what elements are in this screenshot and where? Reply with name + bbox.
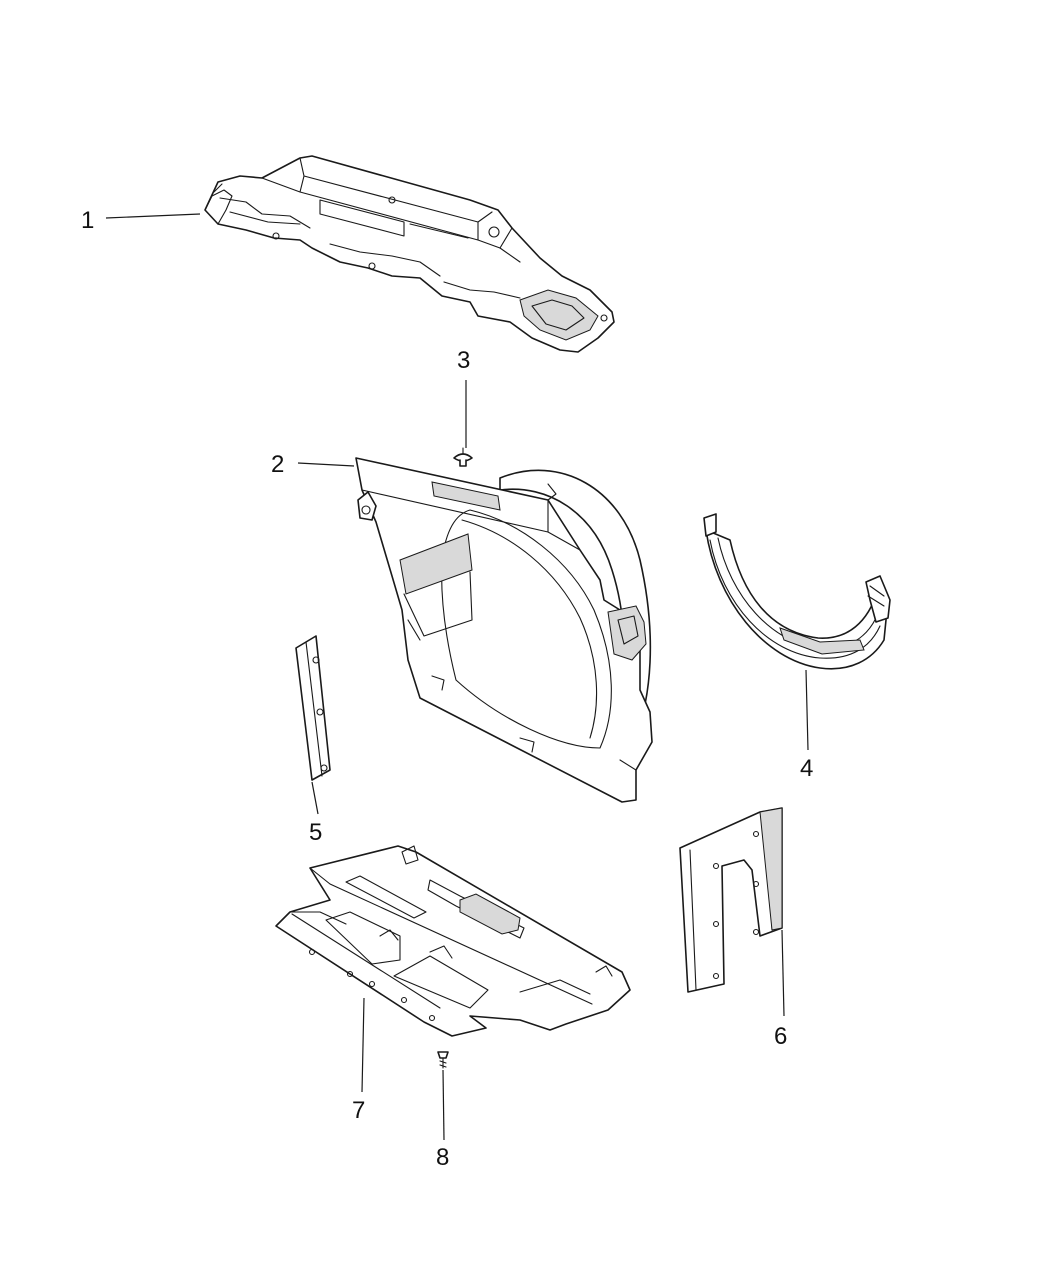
leader-5 — [311, 781, 319, 815]
callout-7: 7 — [352, 1097, 365, 1124]
leader-8 — [442, 1069, 445, 1141]
leader-7 — [361, 997, 365, 1093]
leader-2 — [297, 462, 355, 467]
part-7-lower-air-dam — [275, 845, 631, 1037]
part-2-fan-shroud — [355, 457, 653, 803]
callout-3: 3 — [457, 347, 470, 374]
part-3-push-pin — [453, 447, 473, 467]
part-4-curved-extension — [703, 513, 891, 670]
callout-2: 2 — [271, 451, 284, 478]
part-1-upper-shield — [204, 155, 615, 353]
callout-8: 8 — [436, 1144, 449, 1171]
leader-4 — [805, 669, 809, 751]
callout-labels: 1 2 3 4 5 6 7 8 — [81, 207, 813, 1171]
callout-4: 4 — [800, 755, 813, 782]
part-6-side-seal-right — [679, 807, 783, 993]
part-8-screw — [437, 1051, 449, 1069]
leader-6 — [781, 929, 785, 1017]
callout-1: 1 — [81, 207, 94, 234]
part-5-side-seal-left — [295, 635, 331, 781]
leader-lines — [105, 213, 809, 1141]
callout-5: 5 — [309, 819, 322, 846]
leader-1 — [105, 213, 201, 219]
callout-6: 6 — [774, 1023, 787, 1050]
